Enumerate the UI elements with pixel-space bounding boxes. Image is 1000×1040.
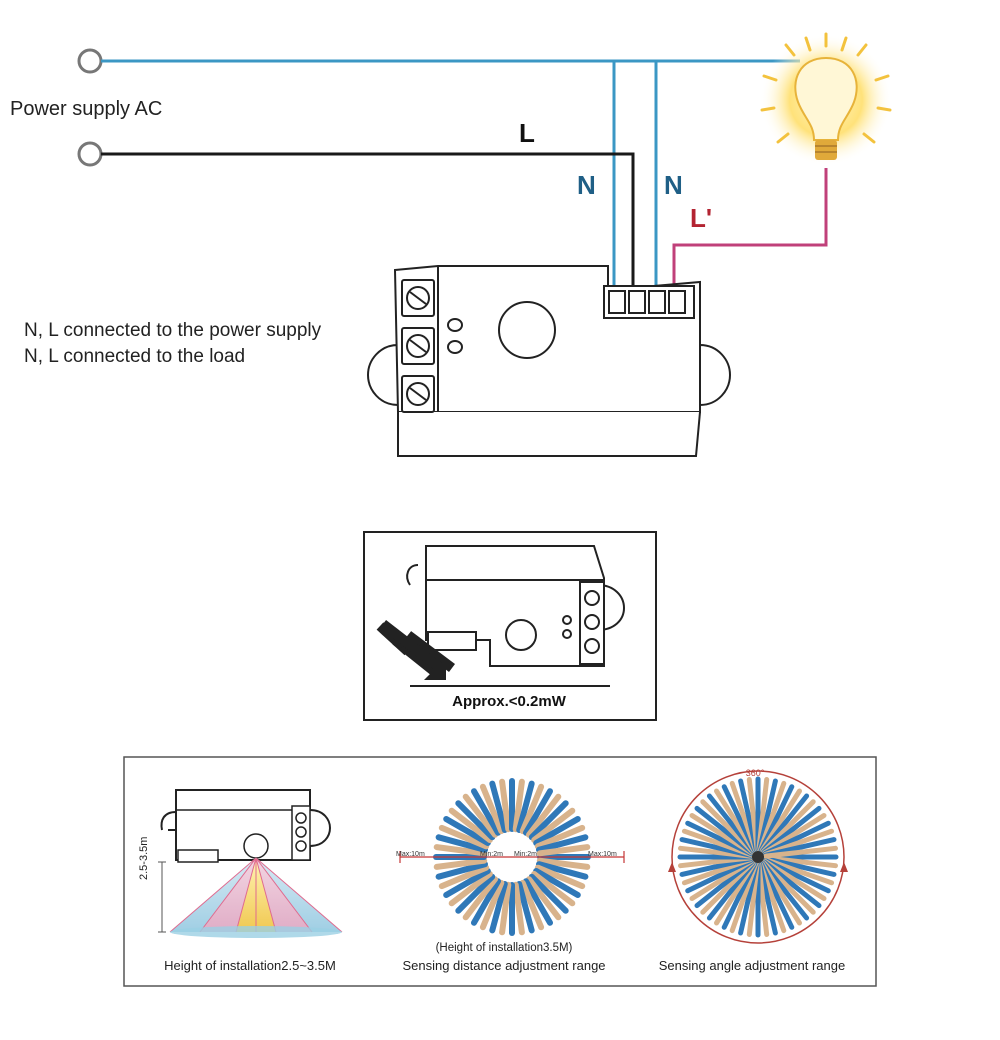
wire-n1-label: N [577, 170, 596, 200]
conn-load-label: N, L connected to the load [24, 346, 246, 367]
sensing-ray [526, 876, 562, 921]
install-note: (Height of installation3.5M) [435, 942, 573, 954]
sensing-ray [489, 780, 508, 833]
light-bulb-icon [760, 32, 892, 166]
sensing-ray [523, 878, 553, 926]
min-left-label: Min:2m [480, 851, 503, 858]
sensing-ray [438, 824, 490, 850]
sensing-ray [448, 871, 493, 907]
sensing-ray [536, 834, 589, 853]
sensing-ray [512, 778, 525, 833]
line-wire [101, 152, 635, 288]
height-range-label: 2.5-3.5m [138, 836, 150, 880]
sensing-ray [443, 816, 491, 846]
angle-range-diagram [668, 770, 848, 944]
sensing-ray [438, 864, 490, 890]
sensing-ray [526, 793, 562, 838]
sensing-ray [531, 871, 576, 907]
sensing-ray [489, 881, 508, 934]
terminal-l [77, 141, 103, 167]
sensing-ray [443, 868, 491, 898]
sensing-ray [534, 824, 586, 850]
sensing-ray [531, 807, 576, 843]
max-right-label: Max:10m [588, 851, 617, 858]
sensing-ray [528, 873, 569, 914]
sensor-module-side [406, 545, 626, 667]
arrow-down-left-icon [376, 620, 455, 680]
sensing-ray [512, 881, 525, 936]
sensing-ray [433, 857, 488, 870]
sensing-ray [433, 844, 488, 857]
sensing-ray [516, 780, 535, 833]
sensing-ray [528, 800, 569, 841]
sensing-ray [519, 783, 545, 835]
sensing-ray [435, 861, 488, 880]
sensing-ray [523, 788, 553, 836]
angle-caption: Sensing angle adjustment range [658, 958, 846, 973]
sensing-ray [479, 783, 505, 835]
sensing-ray [516, 881, 535, 934]
sensing-ray [455, 800, 496, 841]
sensing-ray [448, 807, 493, 843]
sensing-ray [455, 873, 496, 914]
wire-l-prime-label: L' [690, 203, 713, 233]
distance-caption: Sensing distance adjustment range [402, 958, 606, 973]
sensing-ray [534, 864, 586, 890]
height-caption: Height of installation2.5~3.5M [164, 958, 336, 973]
neutral-wire [101, 59, 800, 288]
max-left-label: Max:10m [396, 851, 425, 858]
power-supply-label: Power supply AC [10, 98, 163, 120]
angle-rays [677, 776, 839, 938]
sensing-ray [533, 868, 581, 898]
sensing-ray [536, 844, 591, 857]
sensing-ray [519, 879, 545, 931]
sensing-ray [471, 878, 501, 926]
sensing-ray [533, 816, 581, 846]
min-right-label: Min:2m [514, 851, 537, 858]
conn-power-label: N, L connected to the power supply [24, 320, 322, 341]
sensor-module [366, 265, 732, 457]
distance-range-diagram [399, 778, 625, 936]
load-wire [672, 168, 828, 288]
sensing-ray [499, 881, 512, 936]
wire-l-label: L [519, 118, 535, 148]
sensing-ray [536, 857, 591, 870]
sensing-ray [462, 876, 498, 921]
sensing-ray [499, 778, 512, 833]
angle-value-label: 360° [745, 768, 765, 778]
sensing-ray [462, 793, 498, 838]
height-diagram [158, 789, 343, 938]
terminal-n [77, 48, 103, 74]
standby-power-label: Approx.<0.2mW [452, 693, 566, 710]
wire-n2-label: N [664, 170, 683, 200]
sensing-ray [763, 845, 838, 859]
sensing-ray [536, 861, 589, 880]
sensing-ray [471, 788, 501, 836]
distance-rays [433, 778, 591, 936]
sensing-ray [479, 879, 505, 931]
sensing-ray [435, 834, 488, 853]
